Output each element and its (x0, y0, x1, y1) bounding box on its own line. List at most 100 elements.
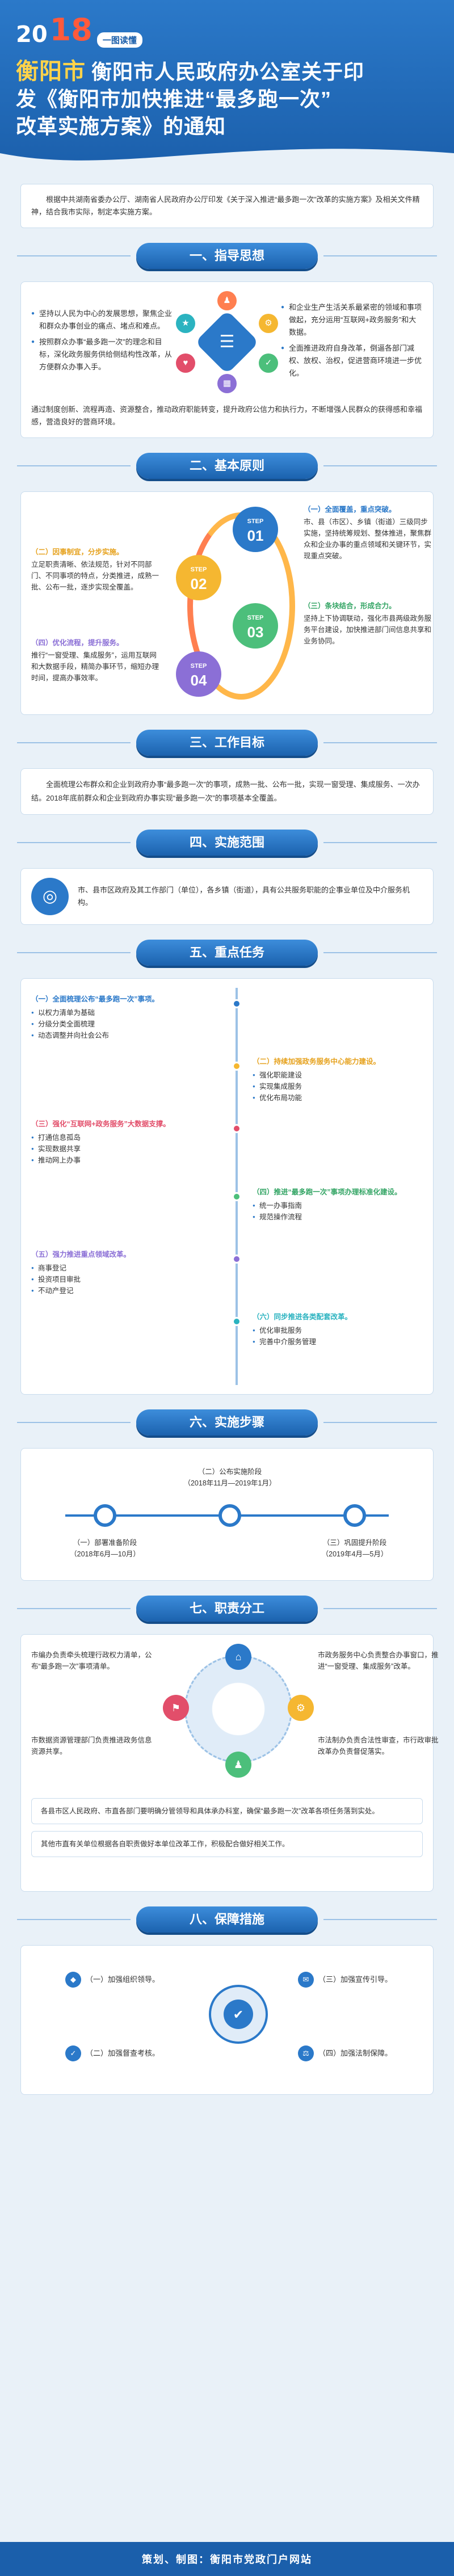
responsibility-item-2: 市政务服务中心负责整合办事窗口，推进“一窗受理、集成服务”改革。 (318, 1651, 439, 1670)
timeline-dot (232, 1192, 241, 1201)
timeline-spine (236, 988, 238, 1385)
principle-text: 坚持上下协调联动，强化市县两级政务服务平台建设，加快推进部门间信息共享和业务协同… (304, 614, 432, 645)
section-title-2: 二、基本原则 (17, 453, 437, 479)
safeguard-hub: ✔ (209, 1985, 268, 2044)
s1-hub-graphic: ☰ ♟ ⚙ ✓ ▦ ♥ ★ (176, 291, 278, 393)
intro-paragraph: 根据中共湖南省委办公厅、湖南省人民政府办公厅印发《关于深入推进“最多跑一次”改革… (20, 184, 434, 228)
section-3-card: 全面梳理公布群众和企业到政府办事“最多跑一次”的事项，成熟一批、公布一批，实现一… (20, 768, 434, 815)
target-icon: ◎ (31, 878, 69, 915)
task-item-4: （四）推进“最多跑一次”事项办理标准化建设。 统一办事指南 规范操作流程 (253, 1186, 434, 1223)
safeguard-label: （三）加强宣传引导。 (318, 1975, 393, 1984)
svg-text:✔: ✔ (233, 2008, 243, 2022)
task-line: 完善中介服务管理 (253, 1336, 434, 1348)
scope-text: 市、县市区政府及其工作部门（单位），各乡镇（街道），具有公共服务职能的企事业单位… (78, 886, 410, 907)
section-basic-principles: 二、基本原则 STEP 01 STEP 02 STEP 03 (17, 453, 437, 715)
task-line: 实现集成服务 (253, 1081, 434, 1092)
step-number: 04 (190, 672, 207, 689)
section-title-3: 三、工作目标 (17, 730, 437, 756)
principle-2: （二）因事制宜，分步实施。 立足职责清晰、依法规范，针对不同部门、不同事项的特点… (31, 546, 162, 593)
principle-text: 立足职责清晰、依法规范，针对不同部门、不同事项的特点，分类推进，成熟一批、公布一… (31, 561, 159, 591)
header-wave-decoration (0, 149, 454, 170)
infographic-badge: 一图读懂 (96, 32, 142, 48)
people-icon: ♟ (225, 1752, 251, 1778)
section-8-card: ✔ ◆ （一）加强组织领导。 ✓ （二）加强督查考核。 ✉ （三）加强宣传引导。… (20, 1945, 434, 2095)
star-icon: ★ (176, 314, 195, 333)
section-4-card: ◎ 市、县市区政府及其工作部门（单位），各乡镇（街道），具有公共服务职能的企事业… (20, 868, 434, 925)
task-title: （三）强化“互联网+政务服务”大数据支撑。 (31, 1120, 170, 1128)
timeline-dot (232, 1062, 241, 1071)
task-line: 实现数据共享 (31, 1143, 213, 1155)
city-name: 衡阳市 (16, 59, 86, 84)
safeguard-label: （一）加强组织领导。 (86, 1975, 160, 1984)
step-3-text: （三）巩固提升阶段 （2019年4月—5月） (298, 1537, 411, 1560)
section-scope: 四、实施范围 ◎ 市、县市区政府及其工作部门（单位），各乡镇（街道），具有公共服… (17, 830, 437, 925)
page-title: 衡阳市衡阳市人民政府办公室关于印 发《衡阳市加快推进“最多跑一次” 改革实施方案… (16, 58, 438, 140)
step-1-text: （一）部署准备阶段 （2018年6月—10月） (48, 1537, 162, 1560)
timeline-dot (232, 1317, 241, 1326)
flag-icon: ⚑ (163, 1695, 189, 1721)
step-label: STEP (190, 663, 207, 670)
responsibility-note: 其他市直有关单位根据各自职责做好本单位改革工作，积极配合做好相关工作。 (31, 1831, 423, 1857)
s1-summary: 通过制度创新、流程再造、资源整合，推动政府职能转变，提升政府公信力和执行力，不断… (31, 405, 423, 426)
step-date: （2018年11月—2019年1月） (183, 1479, 276, 1487)
building-icon: ⌂ (225, 1644, 251, 1670)
step-number: 01 (247, 527, 264, 544)
section-6-card: （一）部署准备阶段 （2018年6月—10月） （二）公布实施阶段 （2018年… (20, 1448, 434, 1581)
task-title: （五）强力推进重点领域改革。 (31, 1251, 131, 1258)
task-title: （二）持续加强政务服务中心能力建设。 (253, 1058, 381, 1066)
s1-right-column: 和企业生产生活关系最紧密的领域和事项做起，充分运用“互联网+政务服务”和大数据。… (281, 301, 423, 383)
section-title-8: 八、保障措施 (17, 1906, 437, 1933)
step-label: STEP (190, 566, 207, 573)
task-line: 分级分类全面梳理 (31, 1018, 213, 1030)
section-title-5: 五、重点任务 (17, 940, 437, 966)
people-icon: ♟ (217, 291, 237, 310)
task-item-3: （三）强化“互联网+政务服务”大数据支撑。 打通信息孤岛 实现数据共享 推动网上… (31, 1118, 213, 1166)
step-badge-3: STEP 03 (233, 603, 278, 649)
task-line: 动态调整并向社会公布 (31, 1030, 213, 1041)
s1-left-item: 坚持以人民为中心的发展思想，聚焦企业和群众办事创业的痛点、堵点和难点。 (31, 308, 173, 332)
task-item-1: （一）全面梳理公布“最多跑一次”事项。 以权力清单为基础 分级分类全面梳理 动态… (31, 994, 213, 1041)
principle-title: （一）全面覆盖，重点突破。 (304, 506, 396, 513)
task-line: 统一办事指南 (253, 1200, 434, 1211)
step-badge-2: STEP 02 (176, 555, 221, 600)
section-work-goals: 三、工作目标 全面梳理公布群众和企业到政府办事“最多跑一次”的事项，成熟一批、公… (17, 730, 437, 815)
task-line: 以权力清单为基础 (31, 1007, 213, 1018)
principle-text: 市、县（市区）、乡镇（街道）三级同步实施，坚持统筹规划、整体推进，聚焦群众和企业… (304, 518, 432, 560)
step-badge-4: STEP 04 (176, 651, 221, 697)
section-2-card: STEP 01 STEP 02 STEP 03 STEP 04 (20, 491, 434, 715)
section-title-6: 六、实施步骤 (17, 1409, 437, 1436)
step-number: 02 (190, 575, 207, 592)
principle-text: 推行“一窗受理、集成服务”，运用互联网和大数据手段，精简办事环节，缩短办理时间，… (31, 651, 159, 682)
safeguard-label: （二）加强督查考核。 (86, 2049, 160, 2057)
principle-3: （三）条块结合，形成合力。 坚持上下协调联动，强化市县两级政务服务平台建设，加快… (304, 600, 434, 647)
title-line-1: 衡阳市人民政府办公室关于印 (91, 60, 365, 83)
section-safeguards: 八、保障措施 ✔ ◆ （一）加强组织领导。 ✓ （二）加强督查考核。 ✉ (17, 1906, 437, 2095)
task-line: 强化职能建设 (253, 1070, 434, 1081)
task-line: 优化布局功能 (253, 1092, 434, 1104)
check-icon: ✓ (65, 2045, 81, 2061)
task-line: 不动产登记 (31, 1285, 213, 1297)
task-title: （六）同步推进各类配套改革。 (253, 1313, 352, 1321)
goal-text: 全面梳理公布群众和企业到政府办事“最多跑一次”的事项，成熟一批、公布一批，实现一… (31, 780, 420, 802)
document-icon: ☰ (219, 332, 235, 351)
responsibility-hub (184, 1655, 292, 1763)
s1-right-item: 全面推进政府自身改革，倒逼各部门减权、放权、治权，促进营商环境进一步优化。 (281, 342, 423, 380)
main-content: 根据中共湖南省委办公厅、湖南省人民政府办公厅印发《关于深入推进“最多跑一次”改革… (0, 170, 454, 2095)
step-name: （一）部署准备阶段 (73, 1539, 137, 1547)
s1-left-item: 按照群众办事“最多跑一次”的理念和目标，深化政务服务供给侧结构性改革，从方便群众… (31, 336, 173, 373)
task-line: 商事登记 (31, 1262, 213, 1274)
task-line: 打通信息孤岛 (31, 1132, 213, 1143)
section-title-7: 七、职责分工 (17, 1596, 437, 1622)
step-2-text: （二）公布实施阶段 （2018年11月—2019年1月） (173, 1466, 287, 1489)
responsibility-item-3: 市数据资源管理部门负责推进政务信息资源共享。 (31, 1736, 152, 1756)
heart-icon: ♥ (176, 353, 195, 373)
gear-icon: ⚙ (288, 1695, 314, 1721)
safeguard-item-1: ◆ （一）加强组织领导。 (65, 1972, 159, 1988)
check-icon: ✓ (259, 353, 278, 373)
responsibility-item-4: 市法制办负责合法性审查，市行政审批改革办负责督促落实。 (318, 1736, 439, 1756)
principle-title: （二）因事制宜，分步实施。 (31, 548, 124, 556)
step-label: STEP (247, 518, 264, 525)
